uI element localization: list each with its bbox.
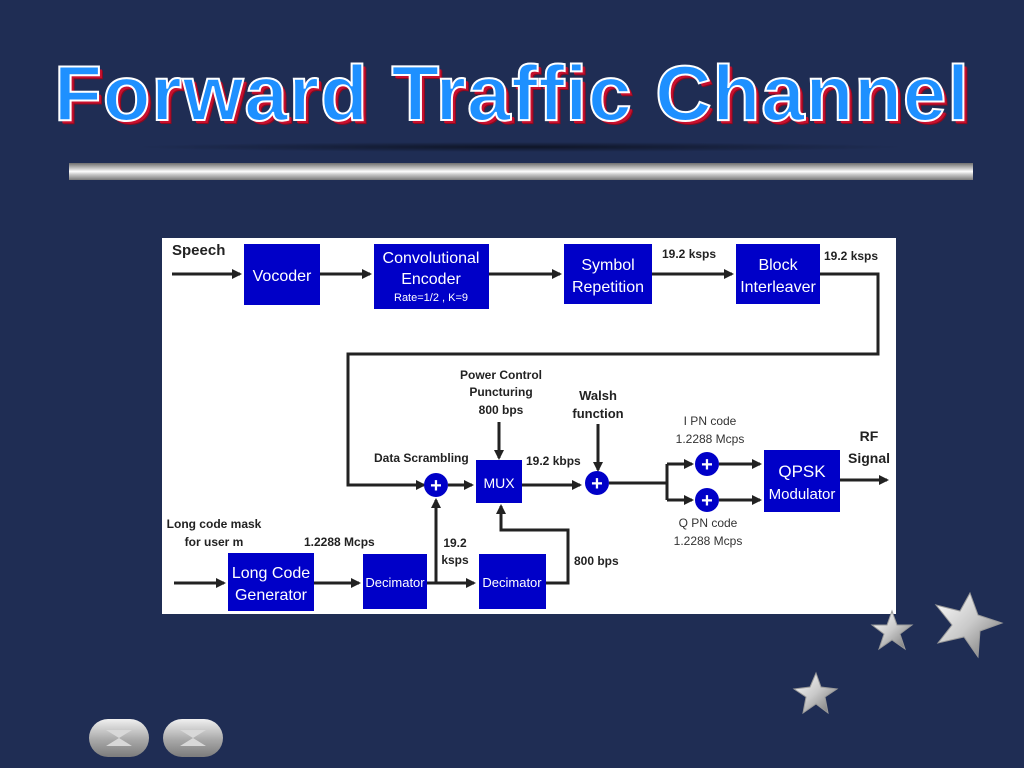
star-icon <box>872 611 912 649</box>
conv-encoder-label-2: Encoder <box>401 271 461 288</box>
decimator-rate-label-1: 19.2 <box>443 536 467 550</box>
slide-title: Forward Traffic Channel <box>0 54 1024 132</box>
decimator-1-label: Decimator <box>365 575 425 590</box>
previous-slide-button[interactable] <box>89 719 149 757</box>
qpsk-label-1: QPSK <box>778 462 826 481</box>
power-control-label-1: Power Control <box>460 368 542 382</box>
qpsk-label-2: Modulator <box>769 486 836 503</box>
long-code-label-2: Generator <box>235 587 308 604</box>
title-rule-shadow <box>130 142 910 152</box>
block-diagram: Vocoder Convolutional Encoder Rate=1/2 ,… <box>162 238 896 614</box>
i-pn-label-2: 1.2288 Mcps <box>676 432 745 446</box>
decimator-rate-label-2: ksps <box>441 553 469 567</box>
long-code-label-1: Long Code <box>232 565 310 582</box>
star-icon <box>794 673 837 713</box>
long-code-mask-label-1: Long code mask <box>167 517 262 531</box>
star-icon <box>936 593 1002 657</box>
rate-after-mux-label: 19.2 kbps <box>526 454 581 468</box>
vocoder-label: Vocoder <box>253 268 312 285</box>
q-pn-label-1: Q PN code <box>679 516 738 530</box>
power-control-label-3: 800 bps <box>479 403 524 417</box>
rf-label-2: Signal <box>848 450 890 466</box>
symbol-repetition-label-1: Symbol <box>581 257 634 274</box>
next-slide-button[interactable] <box>163 719 223 757</box>
walsh-label-1: Walsh <box>579 388 617 403</box>
title-divider <box>69 163 973 180</box>
conv-encoder-param: Rate=1/2 , K=9 <box>394 292 468 304</box>
scrambler-adder-symbol: + <box>430 475 442 497</box>
speech-label: Speech <box>172 242 225 259</box>
long-code-rate-label: 1.2288 Mcps <box>304 535 375 549</box>
block-interleaver-label-1: Block <box>758 257 798 274</box>
block-interleaver-label-2: Interleaver <box>740 279 816 296</box>
walsh-adder-symbol: + <box>591 473 603 495</box>
forward-arrow-icon <box>178 728 208 748</box>
decimator-2-label: Decimator <box>482 575 542 590</box>
decorative-stars <box>770 585 1020 745</box>
diagram-canvas: Vocoder Convolutional Encoder Rate=1/2 ,… <box>162 238 896 614</box>
i-pn-label-1: I PN code <box>684 414 737 428</box>
walsh-label-2: function <box>572 406 623 421</box>
conv-encoder-label-1: Convolutional <box>383 250 480 267</box>
power-control-label-2: Puncturing <box>469 385 532 399</box>
long-code-mask-label-2: for user m <box>185 535 244 549</box>
rf-label-1: RF <box>860 428 879 444</box>
rate-after-repetition-label: 19.2 ksps <box>662 247 716 261</box>
rate-after-interleaver-label: 19.2 ksps <box>824 249 878 263</box>
back-arrow-icon <box>104 728 134 748</box>
data-scrambling-label: Data Scrambling <box>374 451 469 465</box>
q-pn-label-2: 1.2288 Mcps <box>674 534 743 548</box>
decimator-2-rate-label: 800 bps <box>574 554 619 568</box>
mux-label: MUX <box>483 475 515 491</box>
symbol-repetition-label-2: Repetition <box>572 279 644 296</box>
q-pn-adder-symbol: + <box>701 490 713 512</box>
i-pn-adder-symbol: + <box>701 454 713 476</box>
